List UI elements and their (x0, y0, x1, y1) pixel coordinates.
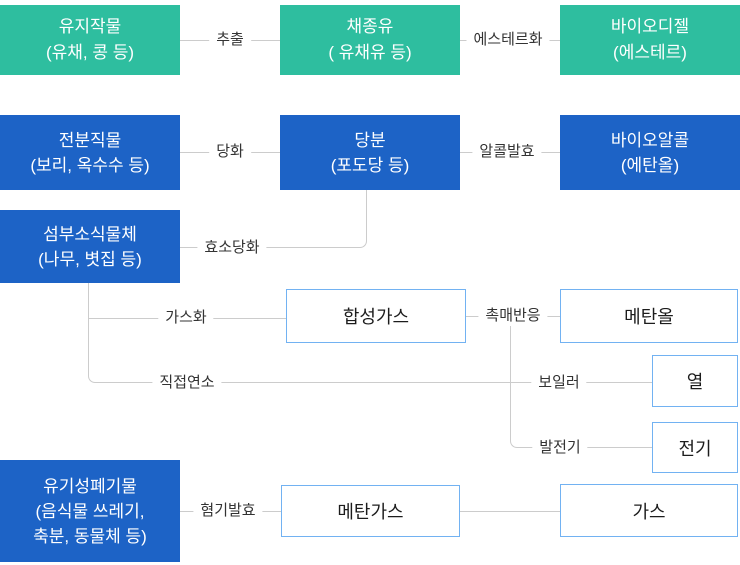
edge-label-extraction: 추출 (209, 30, 251, 50)
connector-cellulosic-sugar (180, 190, 367, 248)
node-starch-crop: 전분직물 (보리, 옥수수 등) (0, 115, 180, 190)
edge-label-alcohol-fermentation: 알콜발효 (472, 142, 542, 162)
node-syngas: 합성가스 (286, 289, 466, 343)
node-cellulosic-plant: 섬부소식물체 (나무, 볏집 등) (0, 210, 180, 283)
node-electricity: 전기 (652, 422, 738, 473)
node-methane-gas: 메탄가스 (281, 485, 460, 537)
edge-label-anaerobic-fermentation: 혐기발효 (193, 501, 263, 521)
connector-methanegas-gas (460, 511, 560, 512)
node-bioalcohol: 바이오알콜 (에탄올) (560, 115, 740, 190)
connector-cellulosic-combustion (88, 283, 652, 383)
edge-label-boiler: 보일러 (531, 373, 587, 393)
edge-label-saccharification: 당화 (209, 142, 251, 162)
node-sugar: 당분 (포도당 등) (280, 115, 460, 190)
node-gas: 가스 (560, 484, 738, 537)
node-methanol: 메탄올 (560, 289, 738, 343)
node-heat: 열 (652, 355, 738, 407)
edge-label-gasification: 가스화 (158, 308, 214, 328)
edge-label-esterification: 에스테르화 (466, 30, 550, 50)
node-organic-waste: 유기성폐기물 (음식물 쓰레기, 축분, 동물체 등) (0, 460, 180, 562)
node-biodiesel: 바이오디젤 (에스테르) (560, 5, 740, 75)
edge-label-direct-combustion: 직접연소 (152, 373, 222, 393)
node-rapeseed-oil: 채종유 ( 유채유 등) (280, 5, 460, 75)
node-oil-crop: 유지작물 (유채, 콩 등) (0, 5, 180, 75)
edge-label-generator: 발전기 (532, 438, 588, 458)
edge-label-catalytic-reaction: 촉매반응 (478, 306, 548, 326)
edge-label-enzyme-saccharification: 효소당화 (197, 238, 267, 258)
